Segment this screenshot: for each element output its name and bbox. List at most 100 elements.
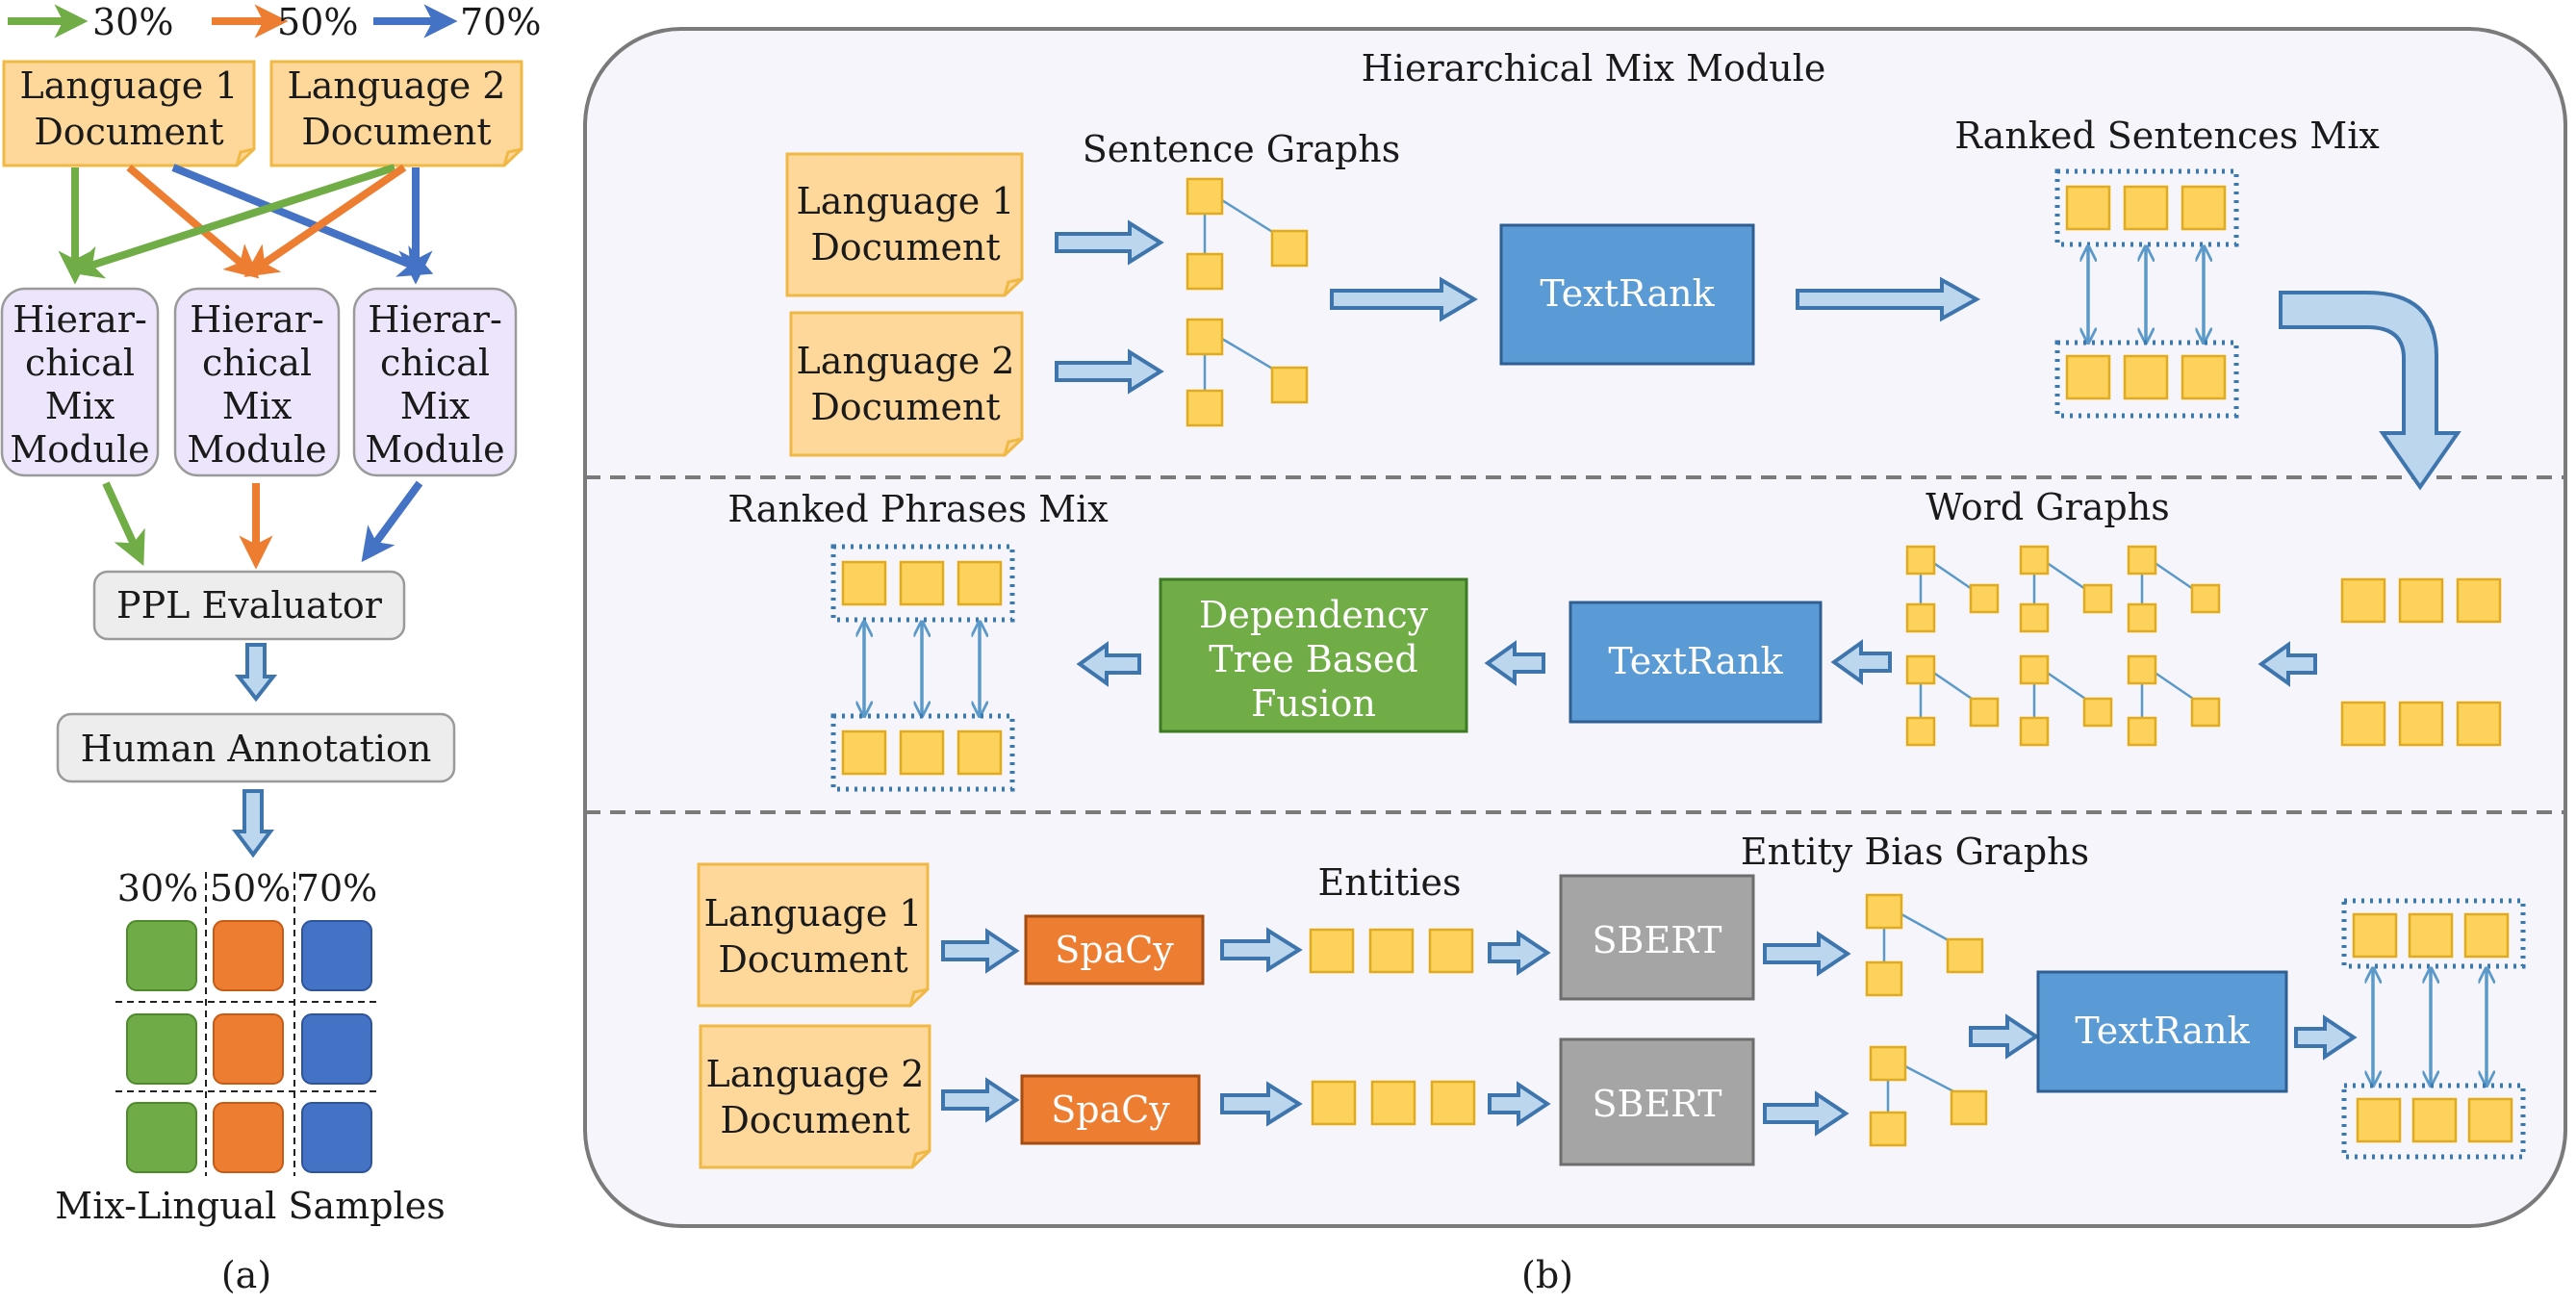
arrow-sentences-to-phrase-level	[2279, 291, 2461, 491]
spacy-box-2: SpaCy	[1020, 1074, 1201, 1145]
sentence-textrank-box: TextRank	[1499, 223, 1755, 366]
sentence-doc1: Language 1 Document	[785, 152, 1024, 297]
sample-cell-30-3	[126, 1102, 197, 1173]
panel-b: Hierarchical Mix Module Language 1 Docum…	[583, 27, 2567, 1296]
arrow-spacy2-to-entities	[1220, 1081, 1303, 1127]
sample-cell-70-1	[301, 920, 372, 991]
mix-module-2-line1: Hierar-	[190, 298, 324, 341]
phrase-textrank-label: TextRank	[1608, 640, 1783, 682]
grid-header-30: 30%	[117, 867, 198, 909]
panel-a-mix-module-3: Hierar- chical Mix Module	[352, 287, 518, 477]
panel-a-mix-module-2: Hierar- chical Mix Module	[173, 287, 341, 477]
sentence-graphs-label: Sentence Graphs	[1083, 128, 1401, 170]
mix-module-3-line4: Module	[365, 428, 504, 471]
entity-section: Language 1 Document Language 2 Document …	[697, 831, 2526, 1169]
sbert-1-label: SBERT	[1593, 919, 1722, 961]
sentence-doc1-line2: Document	[810, 226, 1000, 269]
ranked-phrases-mix-label: Ranked Phrases Mix	[727, 488, 1108, 530]
arrow-sentence-graphs-to-textrank	[1330, 276, 1478, 322]
panel-a-doc1-line1: Language 1	[20, 64, 239, 107]
arrow-bias-graphs-to-textrank	[1969, 1013, 2040, 1060]
word-graph-1	[1905, 545, 2000, 633]
phrase-textrank-box: TextRank	[1569, 601, 1823, 724]
entity-doc2: Language 2 Document	[699, 1024, 931, 1169]
word-graphs-label: Word Graphs	[1926, 486, 2169, 528]
word-graph-6	[2127, 654, 2221, 747]
spacy-1-label: SpaCy	[1055, 929, 1174, 971]
panel-b-caption: (b)	[1521, 1254, 1573, 1296]
sbert-2-label: SBERT	[1593, 1083, 1722, 1125]
word-graph-4	[1905, 654, 2000, 747]
spacy-2-label: SpaCy	[1051, 1088, 1170, 1131]
panel-a-caption: (a)	[221, 1254, 271, 1296]
ranked-sentences-mix-label: Ranked Sentences Mix	[1954, 115, 2380, 157]
spacy-box-1: SpaCy	[1024, 914, 1205, 985]
mix-lingual-samples-label: Mix-Lingual Samples	[55, 1185, 445, 1227]
panel-a-doc1: Language 1 Document	[2, 60, 256, 167]
sentence-graph-2	[1186, 318, 1309, 427]
arrow-annotation-to-samples	[232, 789, 274, 858]
sample-cell-50-3	[213, 1102, 284, 1173]
word-graph-2	[2019, 545, 2113, 633]
arrow-entity-doc2-to-spacy	[941, 1077, 1020, 1123]
sbert-box-2: SBERT	[1559, 1037, 1755, 1166]
arrow-sentence-doc1-to-graph	[1055, 219, 1164, 266]
sample-cell-70-3	[301, 1102, 372, 1173]
sample-cell-30-2	[126, 1013, 197, 1085]
fusion-line1: Dependency	[1199, 594, 1429, 636]
mix-module-1-line1: Hierar-	[13, 298, 147, 341]
fusion-line3: Fusion	[1251, 682, 1376, 725]
human-annotation-box: Human Annotation	[56, 712, 456, 783]
arrow-textrank-to-fusion	[1484, 640, 1545, 686]
mix-module-1-line2: chical	[25, 342, 135, 384]
entity-doc2-line1: Language 2	[706, 1053, 925, 1095]
mix-module-3-line1: Hierar-	[368, 298, 502, 341]
entity-textrank-label: TextRank	[2075, 1010, 2250, 1052]
legend-label-70: 70%	[460, 1, 541, 43]
entity-doc2-line2: Document	[720, 1099, 909, 1141]
grid-header-70: 70%	[296, 867, 377, 909]
sentence-doc1-line1: Language 1	[797, 180, 1015, 222]
arrow-entities2-to-sbert	[1488, 1081, 1551, 1127]
arrow-textrank-to-ranked-sentences	[1796, 276, 1981, 322]
ppl-evaluator-box: PPL Evaluator	[92, 570, 406, 641]
arrow-ppl-to-annotation	[234, 643, 278, 703]
entity-textrank-box: TextRank	[2036, 970, 2288, 1093]
arrow-sentences-to-word-graphs	[2257, 641, 2317, 687]
fusion-line2: Tree Based	[1209, 638, 1417, 680]
mix-module-1-line3: Mix	[45, 385, 115, 427]
panel-a: Language 1 Document Language 2 Document …	[0, 60, 523, 1296]
grid-header-50: 50%	[210, 867, 291, 909]
legend: 30% 50% 70%	[8, 1, 541, 43]
arrow-entities1-to-sbert	[1488, 930, 1551, 976]
panel-a-module-to-evaluator-arrows	[102, 480, 423, 570]
mix-module-3-line3: Mix	[400, 385, 471, 427]
ranked-entities-mix	[2341, 898, 2526, 1160]
mix-module-2-line2: chical	[202, 342, 312, 384]
sbert-box-1: SBERT	[1559, 874, 1755, 1001]
ranked-phrases-mix	[830, 544, 1015, 792]
sentence-textrank-label: TextRank	[1540, 272, 1715, 315]
entity-bias-graph-2	[1869, 1045, 1988, 1147]
mix-module-3-line2: chical	[380, 342, 490, 384]
arrow-sbert1-to-bias-graph	[1763, 931, 1851, 977]
panel-a-doc-to-module-arrows	[58, 164, 434, 285]
word-graph-5	[2019, 654, 2113, 747]
arrow-sbert2-to-bias-graph	[1763, 1090, 1849, 1137]
entities-label: Entities	[1317, 861, 1461, 904]
sample-cell-50-2	[213, 1013, 284, 1085]
panel-a-doc2: Language 2 Document	[269, 60, 523, 167]
arrow-entity-textrank-to-mix	[2294, 1014, 2358, 1061]
ppl-evaluator-label: PPL Evaluator	[116, 584, 383, 627]
sentence-graph-1	[1186, 177, 1309, 291]
entity-doc1-line1: Language 1	[704, 892, 923, 934]
sample-cell-50-1	[213, 920, 284, 991]
arrow-entity-doc1-to-spacy	[941, 928, 1020, 974]
arrow-spacy1-to-entities	[1220, 927, 1303, 973]
panel-a-doc2-line1: Language 2	[288, 64, 506, 107]
mix-module-1-line4: Module	[10, 428, 149, 471]
entity-bias-graphs-label: Entity Bias Graphs	[1741, 831, 2089, 873]
entity-doc1-line2: Document	[718, 938, 907, 981]
phrase-section: Word Graphs	[727, 486, 2502, 792]
